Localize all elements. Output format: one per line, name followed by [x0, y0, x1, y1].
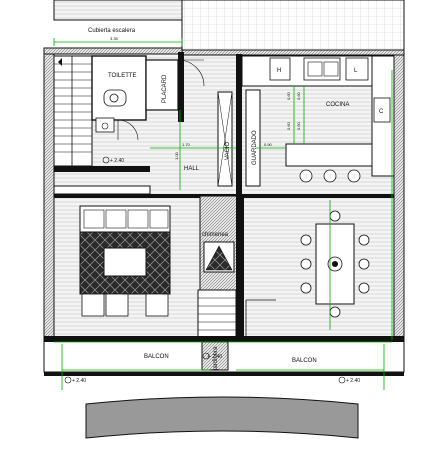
chimenea — [199, 195, 239, 291]
label-h: H — [277, 68, 281, 74]
dim-k4: 0.60 — [286, 121, 291, 130]
level-balcon-right: + 2.40 — [346, 378, 360, 384]
central-stair — [197, 196, 276, 346]
label-jardinera: jardinera — [213, 346, 219, 371]
wall-right — [393, 51, 405, 343]
partition-2 — [54, 166, 150, 172]
wall-top-right — [181, 49, 405, 56]
label-balcon-right: BALCON — [292, 358, 317, 364]
dim-k1: 0.60 — [296, 91, 301, 100]
level-marker-icon — [338, 376, 346, 384]
wall-top-left — [43, 47, 183, 55]
dim-balcon-right: 2.60 — [330, 372, 339, 377]
toilette-room — [91, 55, 147, 141]
terrace-grid — [181, 0, 405, 53]
dim-k3: 0.60 — [286, 91, 291, 100]
level-toilet: + 2.40 — [110, 158, 124, 164]
fridge-h — [269, 57, 291, 81]
partition-center — [236, 54, 242, 196]
label-c: C — [379, 109, 384, 115]
central-column — [236, 196, 244, 346]
label-cocina: COCINA — [326, 102, 349, 108]
coffee-table — [103, 247, 147, 277]
label-hall: HALL — [184, 166, 200, 172]
balcony-edge-wall — [44, 336, 404, 342]
label-toilette: TOILETTE — [108, 73, 137, 79]
pergola — [85, 396, 359, 439]
level-marker-icon — [64, 376, 72, 384]
dimension-lines — [53, 38, 393, 390]
label-chimenea: chimenea — [202, 232, 229, 238]
level-marker-icon — [102, 156, 110, 164]
level-marker-icon — [202, 352, 210, 360]
label-guardado: GUARDADO — [252, 130, 258, 165]
stair-roof-hatch — [53, 0, 183, 21]
dim-hall-2: 0.90 — [264, 142, 273, 147]
label-placard: PLACARD — [162, 74, 168, 103]
washer-l — [345, 57, 369, 81]
guardado-storage — [245, 89, 261, 187]
partition-3 — [53, 185, 151, 195]
partition-1 — [178, 52, 184, 122]
dim-hall-1: 1.70 — [182, 142, 191, 147]
label-cubierta: Cubierta escalera — [88, 28, 136, 34]
staircase — [53, 55, 93, 167]
level-balcon-center: + 2.40 — [208, 354, 222, 360]
dim-k2: 0.60 — [296, 121, 301, 130]
wall-left — [43, 51, 55, 343]
cooker-c — [373, 97, 391, 123]
level-balcon-left: + 2.40 — [72, 378, 86, 384]
dining-area — [300, 210, 370, 318]
dim-top: 3.35 — [110, 36, 119, 41]
living-room — [79, 205, 171, 317]
label-vacio: VACIO — [225, 141, 231, 160]
kitchen-island — [285, 143, 373, 167]
dim-vertical: 1.00 — [174, 151, 179, 160]
label-balcon-left: BALCON — [144, 354, 169, 360]
label-l: L — [354, 68, 358, 74]
balcony-rail — [44, 372, 404, 376]
placard-closet — [145, 59, 179, 111]
kitchen — [241, 55, 395, 183]
dim-balcon-left: 3.90 — [120, 372, 129, 377]
